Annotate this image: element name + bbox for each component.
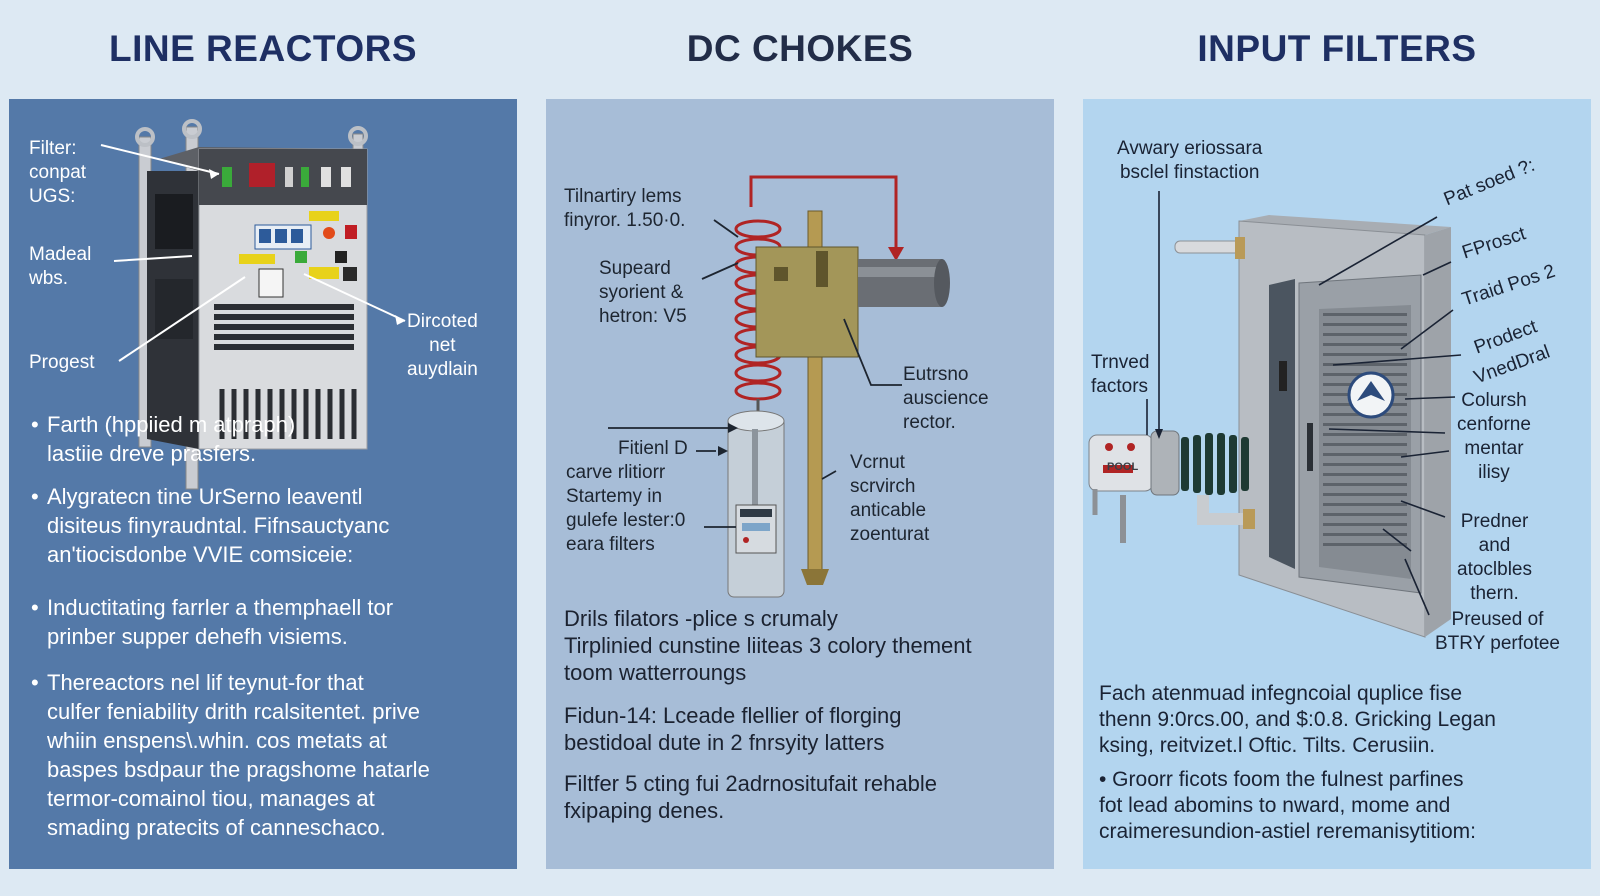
label-supeard: Supeard syorient & hetron: V5 [599, 258, 687, 327]
label-carve: carve rlitiorr Startemy in gulefe lester… [566, 462, 686, 555]
label-progest: Progest [29, 352, 95, 373]
dc-choke-illustration [608, 175, 950, 598]
paragraph: Fach atenmuad infegncoial quplice fise t… [1099, 682, 1496, 757]
label-vcrnut: Vcrnut scrvirch anticable zoenturat [850, 452, 930, 545]
dc-chokes-panel: Tilnartiry lems finyror. 1.50·0. Supeard… [546, 99, 1054, 869]
input-filters-panel: Avwary eriossara bsclel finstaction Trnv… [1083, 99, 1591, 869]
label-avwary: Avwary eriossara bsclel finstaction [1117, 138, 1263, 183]
label-fitienl: Fitienl D [618, 438, 688, 459]
label-dircoted: Dircoted net auydlain [407, 311, 478, 380]
label-pool: POOL [1107, 461, 1139, 473]
line-reactor-illustration [100, 119, 406, 490]
label-preused: Preused of BTRY perfotee [1435, 609, 1560, 654]
heading-line-reactors: LINE REACTORS [108, 28, 417, 69]
bullet-text: Alygratecn tine UrSerno leaventl disiteu… [47, 484, 390, 567]
label-colursh: Colursh cenforne mentar ilisy [1457, 390, 1531, 483]
bullet-item: •Alygratecn tine UrSerno leaventl disite… [31, 482, 509, 569]
bullet-text: Farth (hppiied m atpraph) lastiie dreve … [47, 412, 296, 466]
paragraph: • Groorr ficots foom the fulnest parfine… [1099, 768, 1476, 843]
heading-input-filters: INPUT FILTERS [1197, 28, 1477, 69]
paragraph: Fidun-14: Lceade flellier of florging be… [564, 703, 902, 755]
heading-dc-chokes: DC CHOKES [686, 28, 914, 69]
paragraph: Filtfer 5 cting fui 2adrnositufait rehab… [564, 771, 937, 823]
bullet-item: •Thereactors nel lif teynut-for that cul… [31, 668, 509, 842]
bullet-text: Inductitating farrler a themphaell tor p… [47, 595, 394, 649]
input-filter-illustration [1088, 191, 1462, 638]
label-tilnartiry: Tilnartiry lems finyror. 1.50·0. [564, 186, 686, 231]
label-filter-conpat: Filter: conpat UGS: [29, 138, 87, 207]
label-trnved: Trnved factors [1091, 352, 1150, 397]
paragraph: Drils filators -plice s crumaly Tirplini… [564, 606, 972, 685]
label-predner: Predner and atoclbles thern. [1457, 511, 1532, 604]
label-madeal: Madeal wbs. [29, 244, 92, 289]
line-reactors-panel: Filter: conpat UGS: Madeal wbs. Progest … [9, 99, 517, 869]
bullet-text: Thereactors nel lif teynut-for that culf… [47, 670, 430, 840]
bullet-item: •Farth (hppiied m atpraph) lastiie dreve… [31, 410, 509, 468]
label-eutrsno: Eutrsno auscience rector. [903, 364, 989, 433]
bullet-item: •Inductitating farrler a themphaell tor … [31, 593, 509, 651]
